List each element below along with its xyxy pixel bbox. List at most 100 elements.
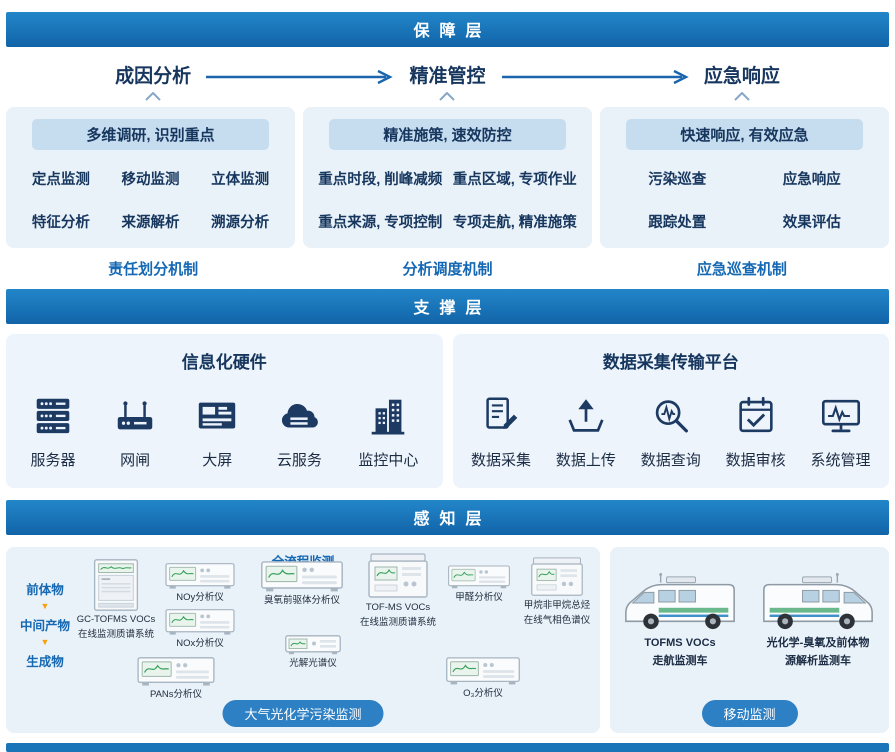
source-analysis-van-image <box>763 572 873 630</box>
hardware-panel: 信息化硬件 服务器 <box>6 334 443 488</box>
right-arrow-icon <box>206 69 393 85</box>
methane-gc-instrument-image <box>531 557 583 596</box>
building-icon <box>372 399 405 435</box>
hardware-item: 云服务 <box>276 393 322 470</box>
mechanism-label: 应急巡查机制 <box>696 261 787 278</box>
instrument-label: NOy分析仪 <box>176 592 224 603</box>
platform-item: 系统管理 <box>811 393 871 470</box>
stage-title-control: 精准管控 <box>409 66 486 87</box>
vehicle-label: 光化学-臭氧及前体物 <box>766 637 870 649</box>
stage-title-cause: 成因分析 <box>115 66 192 87</box>
monitor-wave-icon <box>821 399 860 433</box>
vehicle-label: 源解析监测车 <box>785 654 851 667</box>
instrument: 甲醛分析仪 <box>444 565 514 604</box>
ozone-analyzer-image <box>446 657 520 685</box>
perception-layer-banner: 感知层 <box>6 500 889 535</box>
mechanism-label: 责任划分机制 <box>108 261 199 278</box>
hardware-item-label: 大屏 <box>202 452 233 469</box>
platform-items: 数据采集 数据上传 数据查询 <box>459 393 884 470</box>
guarantee-column-emergency: 快速响应, 有效应急 污染巡查 应急响应 跟踪处置 效果评估 <box>600 107 889 248</box>
hardware-item: 网闸 <box>112 393 158 470</box>
column-items: 重点时段, 削峰减频 重点区域, 专项作业 重点来源, 专项控制 专项走航, 精… <box>313 168 582 232</box>
instrument-label: 光解光谱仪 <box>289 658 337 669</box>
formaldehyde-analyzer-image <box>448 565 510 589</box>
platform-item-label: 系统管理 <box>810 452 871 469</box>
guarantee-item: 效果评估 <box>782 215 841 231</box>
hardware-items: 服务器 网闸 大屏 <box>12 393 437 470</box>
support-layer-banner: 支撑层 <box>6 289 889 324</box>
gc-tofms-instrument-image <box>93 559 139 611</box>
instrument: PANs分析仪 <box>130 657 222 701</box>
search-wave-icon <box>655 400 688 433</box>
guarantee-item: 特征分析 <box>31 215 90 231</box>
instrument: O₃分析仪 <box>438 657 528 700</box>
instrument: NOy分析仪 <box>158 563 242 604</box>
platform-panel-title: 数据采集传输平台 <box>602 353 739 372</box>
stage-cell-cause: 成因分析 <box>6 57 300 105</box>
hardware-item: 大屏 <box>194 393 240 470</box>
guarantee-item: 跟踪处置 <box>648 215 707 231</box>
right-arrow-icon <box>502 69 689 85</box>
stage-cell-emergency: 应急响应 <box>595 57 889 105</box>
hardware-panel-title: 信息化硬件 <box>181 353 267 372</box>
column-subtitle: 快速响应, 有效应急 <box>626 119 863 150</box>
guarantee-item: 污染巡查 <box>648 172 707 188</box>
mechanism-label: 分析调度机制 <box>402 261 493 278</box>
instrument-label: PANs分析仪 <box>149 689 203 700</box>
down-arrow-icon: ▼ <box>40 637 50 647</box>
bottom-border-bar <box>6 743 889 752</box>
hardware-item: 服务器 <box>30 393 76 470</box>
big-screen-icon <box>199 402 236 429</box>
instrument-label: O₃分析仪 <box>463 688 503 699</box>
instrument: 光解光谱仪 <box>268 635 358 670</box>
chevron-up-icon <box>439 92 456 101</box>
photolysis-spectrometer-image <box>285 635 341 655</box>
guarantee-item: 移动监测 <box>121 172 180 188</box>
guarantee-stage-row: 成因分析 精准管控 应急响应 <box>6 57 889 105</box>
flow-label: 中间产物 <box>19 619 70 633</box>
perception-panels: 全流程监测 前体物 ▼ 中间产物 ▼ 生成物 GC-TOFMS VOCs 在线监… <box>6 547 889 733</box>
flow-label: 生成物 <box>26 655 64 669</box>
instrument-label: 在线监测质谱系统 <box>78 629 155 641</box>
instrument-label: TOF-MS VOCs <box>365 602 431 613</box>
platform-item-label: 数据上传 <box>555 452 616 469</box>
platform-item-label: 数据审核 <box>725 452 786 469</box>
guarantee-columns: 多维调研, 识别重点 定点监测 移动监测 立体监测 特征分析 来源解析 溯源分析… <box>6 107 889 248</box>
platform-item-label: 数据查询 <box>640 452 701 469</box>
down-arrow-icon: ▼ <box>40 601 50 611</box>
instrument-label: NOx分析仪 <box>176 638 224 649</box>
pollutant-flow: 前体物 ▼ 中间产物 ▼ 生成物 <box>14 579 76 670</box>
guarantee-item: 溯源分析 <box>211 215 270 231</box>
mechanism-row: 责任划分机制 分析调度机制 应急巡查机制 <box>6 258 889 279</box>
gateway-icon <box>117 401 153 430</box>
guarantee-item: 重点区域, 专项作业 <box>452 172 577 188</box>
upload-icon <box>568 399 604 432</box>
guarantee-item: 定点监测 <box>31 172 90 188</box>
hardware-item-label: 网闸 <box>120 452 151 469</box>
column-items: 定点监测 移动监测 立体监测 特征分析 来源解析 溯源分析 <box>16 168 285 232</box>
platform-item: 数据上传 <box>556 393 616 470</box>
noy-analyzer-image <box>165 563 235 589</box>
platform-item-label: 数据采集 <box>470 452 531 469</box>
vehicle-label: 走航监测车 <box>652 654 708 667</box>
guarantee-item: 专项走航, 精准施策 <box>452 215 577 231</box>
chevron-up-icon <box>145 92 161 101</box>
column-subtitle: 多维调研, 识别重点 <box>32 119 269 150</box>
instrument: 臭氧前驱体分析仪 <box>252 561 352 607</box>
guarantee-column-control: 精准施策, 速效防控 重点时段, 削峰减频 重点区域, 专项作业 重点来源, 专… <box>303 107 592 248</box>
instrument: TOF-MS VOCs 在线监测质谱系统 <box>358 553 438 630</box>
hardware-item: 监控中心 <box>358 393 418 470</box>
hardware-item-label: 云服务 <box>276 452 322 469</box>
document-edit-icon <box>486 397 518 429</box>
instrument-label: 在线气相色谱仪 <box>523 615 591 627</box>
guarantee-item: 重点来源, 专项控制 <box>318 215 443 231</box>
vehicle-label: TOFMS VOCs <box>644 637 716 649</box>
cloud-icon <box>282 403 319 428</box>
photochemical-monitoring-panel: 全流程监测 前体物 ▼ 中间产物 ▼ 生成物 GC-TOFMS VOCs 在线监… <box>6 547 600 733</box>
instrument-label: 在线监测质谱系统 <box>359 617 436 629</box>
flow-label: 前体物 <box>26 583 64 597</box>
server-icon <box>36 398 70 434</box>
vehicle: TOFMS VOCs 走航监测车 <box>616 571 744 669</box>
stage-title-emergency: 应急响应 <box>703 66 780 87</box>
